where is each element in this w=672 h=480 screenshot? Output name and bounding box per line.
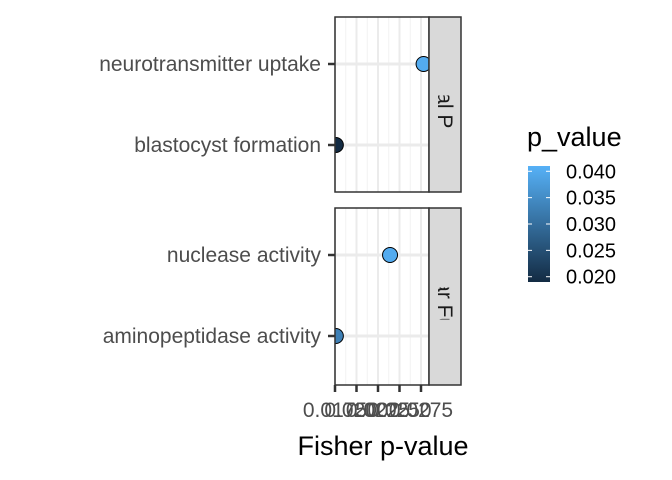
strip-label: Molecular Function	[433, 208, 456, 385]
strip-label: Biological Process	[433, 19, 456, 191]
legend: p_value 0.040 0.035 0.030 0.025 0.020	[527, 122, 622, 289]
legend-tick-label: 0.040	[566, 161, 616, 183]
strip-background	[428, 16, 462, 193]
legend-tick-label: 0.035	[566, 188, 616, 210]
panel-background	[335, 17, 429, 192]
facet-panel-0: neurotransmitter uptake blastocyst format…	[99, 16, 462, 193]
facet-strip-0: Biological Process	[428, 16, 462, 193]
x-tick-label: 0.0225	[346, 399, 410, 422]
x-axis-title: Fisher p-value	[297, 431, 468, 461]
x-tick-label: 0.0275	[389, 399, 453, 422]
y-tick-label: blastocyst formation	[134, 134, 321, 157]
legend-title: p_value	[527, 122, 622, 152]
legend-colorbar	[528, 166, 550, 282]
data-point	[335, 137, 344, 153]
x-tick-label: 0.0175	[303, 399, 367, 422]
x-tick-label: 0.0250	[367, 399, 431, 422]
facet-panel-1: nuclease activity aminopeptidase activity…	[103, 207, 462, 386]
legend-tick-label: 0.025	[566, 240, 616, 262]
facet-strip-1: Molecular Function	[428, 207, 462, 386]
data-point	[415, 56, 429, 72]
data-point	[335, 328, 344, 344]
data-point	[382, 247, 399, 263]
strip-background	[428, 207, 462, 386]
x-tick-label: 0.0200	[324, 399, 388, 422]
legend-tick-label: 0.030	[566, 214, 616, 236]
y-tick-label: nuclease activity	[167, 244, 322, 267]
legend-tick-label: 0.020	[566, 267, 616, 289]
points-group	[335, 247, 399, 344]
panel-background	[335, 208, 429, 385]
y-tick-label: neurotransmitter uptake	[99, 53, 321, 76]
y-tick-label: aminopeptidase activity	[103, 325, 322, 348]
points-group	[335, 56, 429, 153]
